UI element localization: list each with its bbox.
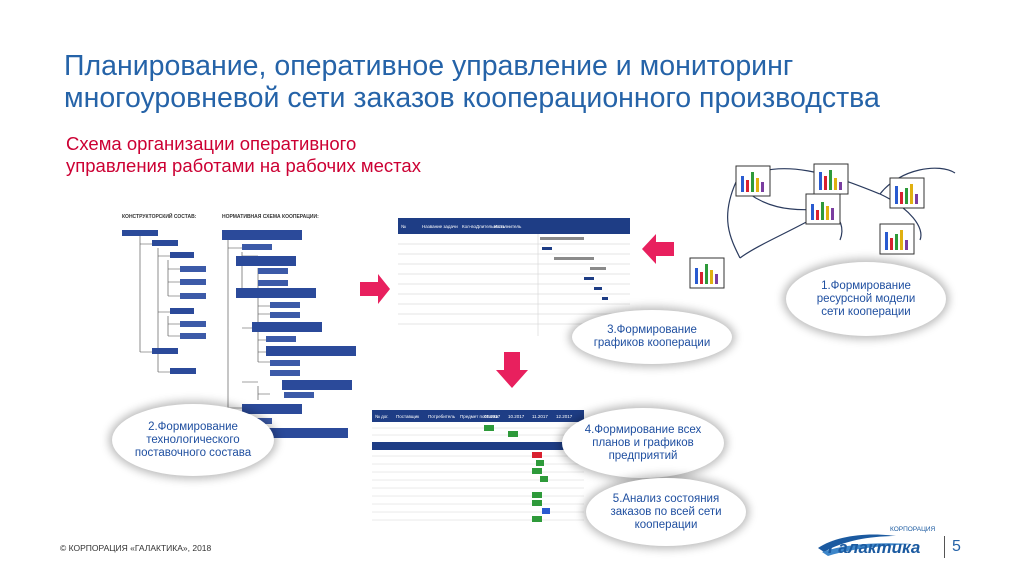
- mini-chart-3: [879, 223, 915, 255]
- mini-chart-4: [689, 257, 725, 289]
- bubble-5-line-3: кооперации: [634, 518, 698, 531]
- table-col-consumer: Потребитель: [428, 414, 456, 419]
- subtitle-line-1: Схема организации оперативного: [66, 133, 357, 154]
- logo-corporation-label: КОРПОРАЦИЯ: [890, 526, 936, 533]
- bubble-1-line-2: ресурсной модели: [816, 292, 916, 305]
- table-col-m1: 05.2017: [484, 414, 501, 419]
- tree-left-header: КОНСТРУКТОРСКИЙ СОСТАВ:: [122, 212, 197, 220]
- bubble-3-line-1: 3.Формирование: [607, 324, 697, 336]
- table-col-supplier: Поставщик: [396, 414, 419, 419]
- bubble-5-line-2: заказов по всей сети: [610, 505, 722, 518]
- arrow-down-icon: [496, 352, 528, 388]
- subtitle-line-2: управления работами на рабочих местах: [66, 155, 421, 176]
- table-col-m4: 12.2017: [556, 414, 573, 419]
- arrow-right-icon: [360, 274, 390, 304]
- bubble-2-line-2: технологического: [146, 433, 240, 446]
- bubble-2-line-1: 2.Формирование: [148, 420, 238, 433]
- bubble-5-line-1: 5.Анализ состояния: [612, 492, 720, 505]
- mini-chart-14: [889, 177, 925, 209]
- title-line-1: Планирование, оперативное управление и м…: [64, 50, 794, 82]
- gantt-col-num: №: [401, 224, 406, 229]
- bubble-orders-analysis: 5.Анализ состояния заказов по всей сети …: [586, 478, 746, 546]
- bubble-4-line-1: 4.Формирование всех: [584, 423, 702, 436]
- bubble-4-line-2: планов и графиков: [592, 436, 694, 449]
- tree-nodes: [122, 230, 356, 438]
- title-line-2: многоуровневой сети заказов кооперационн…: [64, 82, 880, 114]
- gantt-col-duration: Длительность: [476, 224, 506, 229]
- bubble-1-line-3: сети кооперации: [821, 305, 911, 318]
- copyright-text: © КОРПОРАЦИЯ «ГАЛАКТИКА», 2018: [60, 543, 212, 553]
- gantt-col-qty: Кол-во: [462, 224, 476, 229]
- table-col-m3: 11.2017: [532, 414, 548, 419]
- cooperation-tree-diagram: КОНСТРУКТОРСКИЙ СОСТАВ: НОРМАТИВНАЯ СХЕМ…: [122, 212, 356, 438]
- cooperation-gantt-table: № Название задачи Кол-во Длительность Ис…: [398, 218, 630, 336]
- mini-chart-2: [805, 193, 841, 225]
- table-col-m2: 10.2017: [508, 414, 525, 419]
- tree-right-header: НОРМАТИВНАЯ СХЕМА КООПЕРАЦИИ:: [222, 214, 319, 220]
- logo-text: Галактика: [828, 538, 921, 557]
- mini-chart-13: [813, 163, 849, 195]
- bubble-4-line-3: предприятий: [608, 449, 678, 462]
- table-col-contract: № дог.: [375, 414, 389, 419]
- resource-network: [689, 163, 956, 289]
- bubble-1-line-1: 1.Формирование: [821, 279, 911, 292]
- page-title: Планирование, оперативное управление и м…: [64, 50, 964, 114]
- page-number: 5: [952, 538, 961, 555]
- section-subtitle: Схема организации оперативного управлени…: [66, 133, 486, 177]
- bubble-resource-model: 1.Формирование ресурсной модели сети коо…: [786, 262, 946, 336]
- bubble-3-line-2: графиков кооперации: [593, 337, 711, 349]
- galaktika-logo-icon: [818, 534, 911, 556]
- page-number-separator: [944, 536, 945, 558]
- plans-schedule-table: № дог. Поставщик Потребитель Предмет пос…: [372, 410, 584, 522]
- gantt-col-task: Название задачи: [422, 224, 458, 229]
- bubble-2-line-3: поставочного состава: [134, 446, 252, 459]
- bubble-cooperation-schedules: 3.Формирование графиков кооперации: [572, 310, 732, 364]
- mini-chart-1: [735, 165, 771, 197]
- table-col-subject: Предмет поставки: [460, 414, 499, 419]
- gantt-col-executor: Исполнитель: [494, 224, 522, 229]
- arrow-left-icon: [642, 234, 674, 264]
- bubble-enterprise-plans: 4.Формирование всех планов и графиков пр…: [562, 408, 724, 478]
- bubble-tech-composition: 2.Формирование технологического поставоч…: [112, 404, 274, 476]
